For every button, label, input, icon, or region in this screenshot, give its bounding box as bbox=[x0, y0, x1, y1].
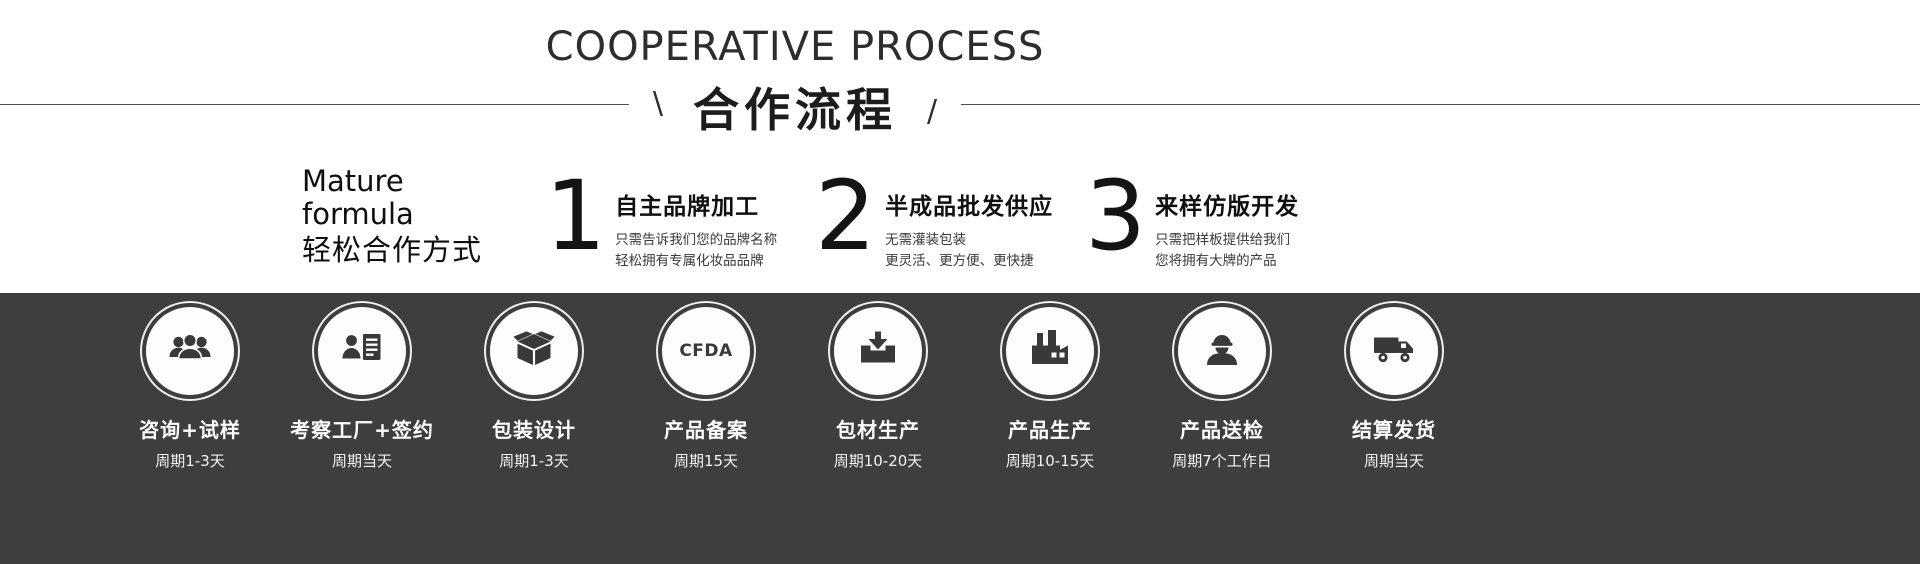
process-period: 周期1-3天 bbox=[499, 452, 569, 470]
step-2: 2 半成品批发供应 无需灌装包装 更灵活、更方便、更快捷 bbox=[815, 160, 1054, 272]
process-item-inspection: 产品送检 周期7个工作日 bbox=[1132, 307, 1312, 471]
process-item-product-production: 产品生产 周期10-15天 bbox=[960, 307, 1140, 471]
intro-text: Mature formula 轻松合作方式 bbox=[302, 165, 482, 267]
step-3-desc: 只需把样板提供给我们 您将拥有大牌的产品 bbox=[1155, 232, 1291, 269]
process-item-registration: CFDA 产品备案 周期15天 bbox=[616, 307, 796, 471]
step-1: 1 自主品牌加工 只需告诉我们您的品牌名称 轻松拥有专属化妆品品牌 bbox=[545, 160, 778, 272]
decor-slash: / bbox=[927, 93, 938, 129]
process-item-inspect-sign: 考察工厂+签约 周期当天 bbox=[272, 307, 452, 471]
process-period: 周期10-15天 bbox=[1005, 452, 1095, 470]
process-circle bbox=[1178, 307, 1266, 395]
process-item-consult: 咨询+试样 周期1-3天 bbox=[100, 307, 280, 471]
step-3-title: 来样仿版开发 bbox=[1155, 194, 1300, 220]
process-title: 咨询+试样 bbox=[139, 418, 241, 442]
step-1-number: 1 bbox=[545, 160, 607, 272]
process-period: 周期当天 bbox=[331, 452, 392, 470]
step-1-desc: 只需告诉我们您的品牌名称 轻松拥有专属化妆品品牌 bbox=[615, 232, 778, 269]
contract-icon bbox=[338, 325, 386, 377]
process-circle bbox=[1006, 307, 1094, 395]
package-icon bbox=[510, 325, 558, 377]
process-period: 周期10-20天 bbox=[833, 452, 923, 470]
process-item-shipping: 结算发货 周期当天 bbox=[1304, 307, 1484, 471]
process-title: 包材生产 bbox=[836, 418, 920, 442]
intro-line-3: 轻松合作方式 bbox=[302, 233, 483, 267]
people-icon bbox=[166, 325, 214, 377]
process-title: 包装设计 bbox=[492, 418, 576, 442]
process-period: 周期当天 bbox=[1363, 452, 1424, 470]
process-circle bbox=[146, 307, 234, 395]
process-circle: CFDA bbox=[662, 307, 750, 395]
process-period: 周期1-3天 bbox=[155, 452, 225, 470]
process-title: 产品生产 bbox=[1008, 418, 1092, 442]
process-band: 咨询+试样 周期1-3天 考察工厂+签约 周期当天 bbox=[0, 293, 1920, 564]
process-circle bbox=[834, 307, 922, 395]
step-1-title: 自主品牌加工 bbox=[615, 194, 760, 220]
step-2-desc: 无需灌装包装 更灵活、更方便、更快捷 bbox=[885, 232, 1034, 269]
process-circle bbox=[490, 307, 578, 395]
intro-line-1: Mature bbox=[302, 164, 404, 198]
section-title-zh: 合作流程 bbox=[693, 83, 897, 137]
inspector-icon bbox=[1198, 325, 1246, 377]
cfda-badge: CFDA bbox=[679, 341, 733, 361]
section-title-zh-wrap: \ 合作流程 / bbox=[628, 74, 962, 140]
step-3: 3 来样仿版开发 只需把样板提供给我们 您将拥有大牌的产品 bbox=[1085, 160, 1300, 272]
process-circle bbox=[1350, 307, 1438, 395]
decor-backslash: \ bbox=[652, 85, 663, 121]
process-title: 产品备案 bbox=[664, 418, 748, 442]
step-2-number: 2 bbox=[815, 160, 877, 272]
process-circle bbox=[318, 307, 406, 395]
inbox-download-icon bbox=[854, 325, 902, 377]
process-period: 周期15天 bbox=[673, 452, 739, 470]
truck-icon bbox=[1370, 325, 1418, 377]
step-3-number: 3 bbox=[1085, 160, 1147, 272]
process-item-material-production: 包材生产 周期10-20天 bbox=[788, 307, 968, 471]
step-2-title: 半成品批发供应 bbox=[885, 194, 1054, 220]
section-title-en: COOPERATIVE PROCESS bbox=[545, 24, 1045, 70]
intro-line-2: formula bbox=[302, 197, 414, 231]
process-title: 结算发货 bbox=[1352, 418, 1436, 442]
process-item-package-design: 包装设计 周期1-3天 bbox=[444, 307, 624, 471]
factory-icon bbox=[1026, 325, 1074, 377]
process-title: 产品送检 bbox=[1180, 418, 1264, 442]
process-title: 考察工厂+签约 bbox=[290, 418, 434, 442]
process-period: 周期7个工作日 bbox=[1172, 452, 1272, 470]
